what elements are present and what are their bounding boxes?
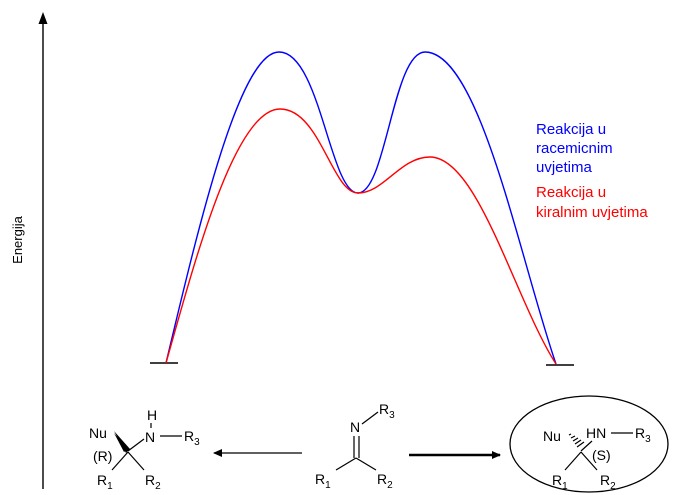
right-hashed-bond xyxy=(568,433,585,448)
left-nu-label: Nu xyxy=(89,425,107,441)
legend-racemic-line-2: racemicnim xyxy=(536,140,613,157)
y-axis-label: Energija xyxy=(10,215,25,263)
right-r3-label: R3 xyxy=(635,425,651,445)
left-c-r1-bond xyxy=(111,451,129,471)
center-r1-label: R1 xyxy=(315,471,331,491)
legend-racemic-line-1: Reakcija u xyxy=(536,121,606,138)
legend-chiral: Reakcija u kiralnim uvjetima xyxy=(536,184,648,221)
center-r2-label: R2 xyxy=(377,471,393,491)
right-r1-label: R1 xyxy=(552,472,568,492)
right-hn-label: HN xyxy=(586,425,606,441)
right-product-molecule: Nu HN R3 (S) R1 R2 xyxy=(509,395,669,493)
right-r2-label: R2 xyxy=(600,472,616,492)
left-c-n-bond xyxy=(127,438,145,452)
svg-text:Reakcija u kiralnim uvje: Reakcija u kiralnim uvjetima xyxy=(536,184,648,221)
right-nu-label: Nu xyxy=(543,428,561,444)
left-n-label: N xyxy=(145,429,155,445)
left-config-label: (R) xyxy=(93,448,112,464)
chiral-energy-curve xyxy=(165,108,557,365)
left-r1-label: R1 xyxy=(97,472,113,492)
center-r3-label: R3 xyxy=(379,401,395,421)
legend-chiral-line-2: kiralnim uvjetima xyxy=(536,204,648,221)
highlight-ellipse xyxy=(509,395,669,493)
left-c-r2-bond xyxy=(127,451,145,471)
svg-text:Reakcija u racemicnim: Reakcija u racemicnim uvjetima xyxy=(536,121,617,176)
legend-racemic-line-3: uvjetima xyxy=(536,159,593,176)
center-c-r2-bond xyxy=(355,457,377,471)
right-c-r2-bond xyxy=(580,451,598,471)
center-c-r1-bond xyxy=(335,457,357,471)
left-r2-label: R2 xyxy=(145,472,161,492)
center-n-r3-bond xyxy=(361,411,379,425)
energy-axis-arrowhead xyxy=(38,12,48,24)
right-config-label: (S) xyxy=(592,447,611,463)
left-r3-label: R3 xyxy=(184,428,200,448)
left-h-label: H xyxy=(147,407,157,423)
legend-chiral-line-1: Reakcija u xyxy=(536,184,606,201)
right-c-r1-bond xyxy=(564,451,582,471)
racemic-energy-curve xyxy=(165,51,557,365)
center-imine-molecule: N R3 R1 R2 xyxy=(315,401,395,491)
right-c-n-bond xyxy=(580,440,593,452)
legend-racemic: Reakcija u racemicnim uvjetima xyxy=(536,121,617,176)
left-product-molecule: Nu H N R3 (R) R1 R2 xyxy=(89,407,200,492)
center-n-label: N xyxy=(350,419,360,435)
